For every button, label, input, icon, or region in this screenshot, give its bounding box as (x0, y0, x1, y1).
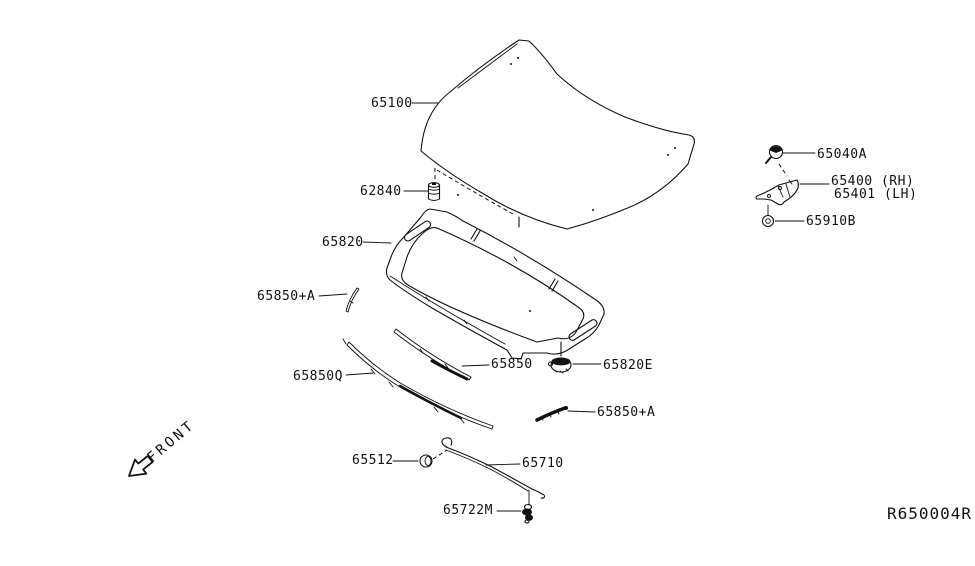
part-label-rod-clip[interactable]: 65722M (443, 503, 493, 518)
insulator-clip-mark-1 (470, 228, 481, 242)
part-label-hinge-rh[interactable]: 65400 (RH) (831, 174, 914, 189)
part-label-seal-side-right[interactable]: 65850+A (597, 405, 655, 420)
hood-hinge-drawing (755, 179, 799, 216)
hood-insulator-drawing (385, 208, 605, 360)
part-label-hood[interactable]: 65100 (371, 96, 413, 111)
hood-panel-drawing (420, 39, 695, 230)
part-label-rod[interactable]: 65710 (522, 456, 564, 471)
insulator-slot-left (403, 220, 432, 242)
leader-lines (318, 102, 830, 512)
part-label-seal-side-left[interactable]: 65850+A (257, 289, 315, 304)
part-label-insulator[interactable]: 65820 (322, 235, 364, 250)
hood-surface-dots (457, 57, 676, 211)
hinge-nut-drawing (761, 214, 775, 228)
seal-strip-left-drawing (345, 287, 360, 313)
front-indicator: FRONT (128, 417, 198, 477)
insulator-clip-drawing (547, 341, 572, 374)
front-arrow-icon (128, 455, 154, 477)
diagram-ref-code: R650004R (887, 504, 972, 523)
part-label-seal-front[interactable]: 65850Q (293, 369, 343, 384)
hood-seal-grommet-drawing (427, 168, 441, 201)
hood-hidden-edge (436, 169, 514, 215)
seal-strip-center-drawing (393, 328, 472, 381)
part-label-hinge-bolt[interactable]: 65040A (817, 147, 867, 162)
seal-strip-right-drawing (535, 406, 568, 422)
part-label-seal-hood[interactable]: 62840 (360, 184, 402, 199)
hood-support-rod-drawing (441, 437, 546, 506)
hinge-bolt-drawing (765, 144, 788, 177)
insulator-clip-mark-2 (548, 278, 559, 292)
part-label-hinge-nut[interactable]: 65910B (806, 214, 856, 229)
part-label-hinge-lh[interactable]: 65401 (LH) (834, 187, 917, 202)
rod-grommet-drawing (419, 449, 448, 468)
insulator-slot-right (568, 319, 598, 341)
part-label-insulator-clip[interactable]: 65820E (603, 358, 653, 373)
front-label: FRONT (144, 417, 198, 466)
part-label-rod-grommet[interactable]: 65512 (352, 453, 394, 468)
rod-clip-drawing (522, 503, 533, 524)
part-label-seal-center[interactable]: 65850 (491, 357, 533, 372)
seal-strip-front-drawing (342, 338, 494, 430)
